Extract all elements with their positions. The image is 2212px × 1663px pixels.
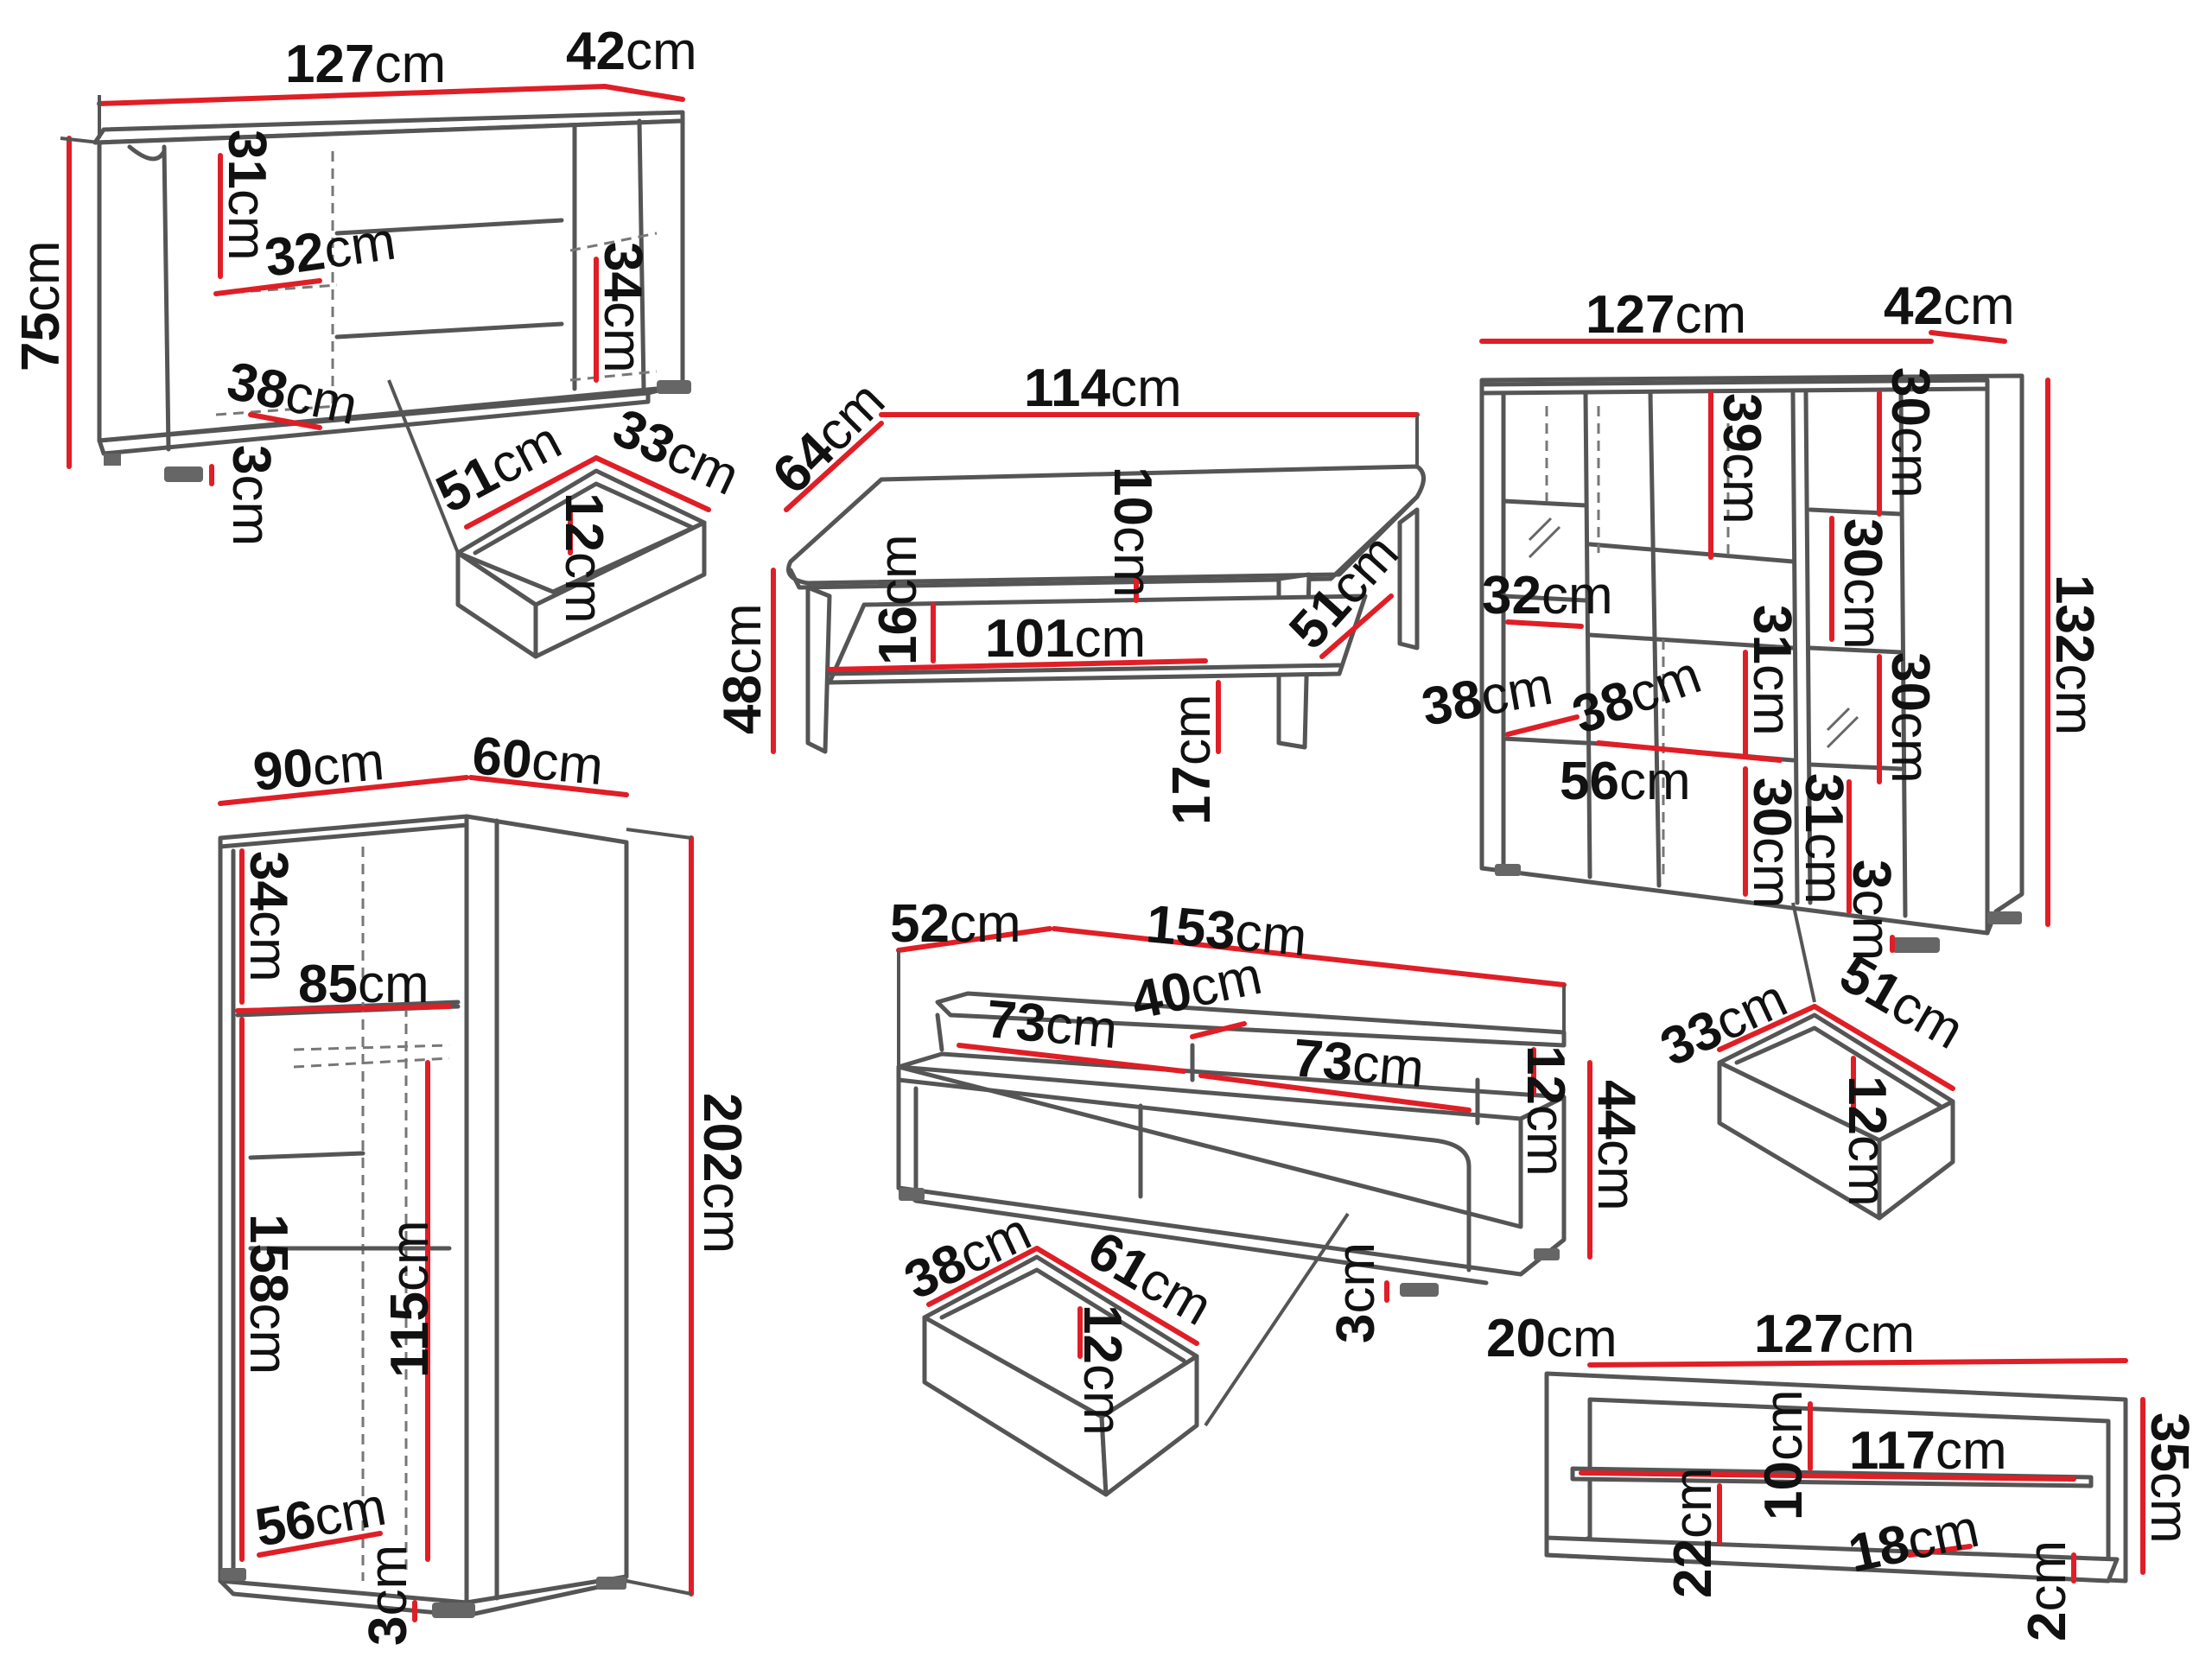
- sideboard-upper-height-label: 31cm: [217, 130, 276, 261]
- wall-shelf-thickness-label: 2cm: [2018, 1540, 2077, 1641]
- wall-shelf-depth-label: 20cm: [1486, 1309, 1618, 1368]
- tv-stand-width-label: 153cm: [1144, 894, 1309, 968]
- coffee-table-top-thickness-label: 10cm: [1103, 467, 1162, 598]
- wardrobe-depth-label: 60cm: [470, 726, 606, 797]
- tv-stand: 52cm 153cm 40cm 73cm 73cm 12cm 44cm 3cm …: [890, 894, 1646, 1497]
- wall-shelf-shelf-width-label: 117cm: [1849, 1421, 2007, 1481]
- wall-shelf-depth-small-label: 18cm: [1844, 1499, 1985, 1584]
- tv-stand-top-depth-label: 40cm: [1127, 946, 1268, 1031]
- wall-shelf-height-label: 35cm: [2139, 1412, 2199, 1544]
- tv-stand-left-width-label: 73cm: [984, 989, 1120, 1060]
- sideboard-lower-depth-label: 38cm: [222, 351, 363, 436]
- cabinet-depth-label: 42cm: [1884, 276, 2015, 336]
- wardrobe-top-label: 34cm: [238, 851, 298, 982]
- cabinet-right-top-label: 30cm: [1880, 367, 1940, 498]
- cabinet-height-label: 132cm: [2044, 574, 2104, 735]
- tv-stand-depth-label: 52cm: [890, 894, 1021, 954]
- wall-shelf-gap-top-label: 10cm: [1754, 1389, 1814, 1520]
- cabinet-center-mid-label: 31cm: [1742, 605, 1802, 736]
- wardrobe-height-label: 202cm: [692, 1093, 752, 1254]
- cabinet-width-label: 127cm: [1586, 285, 1746, 345]
- wall-shelf-width-label: 127cm: [1754, 1304, 1915, 1364]
- wardrobe-feet-label: 3cm: [359, 1545, 418, 1646]
- cabinet-drawer: 33cm 51cm 12cm: [1652, 943, 1974, 1221]
- wardrobe-left-height-label: 158cm: [238, 1214, 298, 1374]
- cabinet-right-mid-label: 30cm: [1833, 518, 1892, 650]
- sideboard-right-height-label: 34cm: [593, 242, 652, 373]
- wardrobe-width-label: 90cm: [251, 732, 386, 803]
- coffee-table-height-label: 48cm: [713, 603, 772, 734]
- wall-shelf: 20cm 127cm 35cm 10cm 117cm 22cm 18cm 2cm: [1486, 1304, 2199, 1641]
- tv-stand-drawer: 38cm 61cm 12cm: [896, 1202, 1222, 1497]
- coffee-table: 114cm 64cm 48cm 10cm 16cm 101cm 51cm 17c…: [713, 359, 1426, 825]
- tv-drawer-height-label: 12cm: [1072, 1304, 1132, 1436]
- wardrobe-inner-width-label: 85cm: [298, 955, 429, 1014]
- sideboard-inner-width-label: 32cm: [261, 211, 399, 288]
- coffee-table-shelf-width-label: 101cm: [985, 609, 1146, 669]
- tv-stand-shelf-height-label: 12cm: [1516, 1045, 1575, 1177]
- wardrobe-bottom-depth-label: 56cm: [251, 1477, 390, 1558]
- sideboard-drawer-height-label: 12cm: [554, 492, 613, 624]
- coffee-table-shelf-gap-label: 16cm: [868, 534, 928, 665]
- cabinet-feet-label: 3cm: [1841, 860, 1901, 961]
- cabinet-center-low-label: 30cm: [1742, 778, 1802, 909]
- sideboard-feet-label: 3cm: [221, 445, 281, 546]
- coffee-table-width-label: 114cm: [1024, 359, 1182, 418]
- cabinet-inner-width-label: 56cm: [1560, 752, 1691, 811]
- tv-stand-feet-label: 3cm: [1326, 1242, 1386, 1343]
- tv-stand-right-width-label: 73cm: [1291, 1028, 1427, 1099]
- sideboard-drawer: 51cm 33cm 12cm: [427, 397, 748, 659]
- wardrobe: 90cm 60cm 202cm 34cm 85cm 158cm 115cm 56…: [218, 726, 752, 1646]
- wardrobe-right-height-label: 115cm: [380, 1220, 440, 1378]
- sideboard-depth-label: 42cm: [566, 22, 697, 81]
- sideboard: 127cm 42cm 75cm 31cm 32cm 34cm 38cm 3cm …: [11, 22, 748, 659]
- cabinet-bottom-label: 31cm: [1794, 773, 1853, 904]
- wall-shelf-gap-left-label: 22cm: [1663, 1467, 1723, 1598]
- cabinet-left-shelf-label: 32cm: [1482, 566, 1613, 625]
- cabinet-right-low-label: 30cm: [1880, 652, 1940, 784]
- coffee-table-leg-height-label: 17cm: [1162, 694, 1222, 825]
- tv-stand-height-label: 44cm: [1586, 1080, 1646, 1211]
- sideboard-width-label: 127cm: [285, 35, 446, 94]
- cabinet-drawer-height-label: 12cm: [1837, 1076, 1897, 1207]
- sideboard-height-label: 75cm: [11, 240, 71, 371]
- cabinet-left-depth-label: 38cm: [1417, 657, 1556, 738]
- cabinet-shelf39-label: 39cm: [1712, 393, 1771, 524]
